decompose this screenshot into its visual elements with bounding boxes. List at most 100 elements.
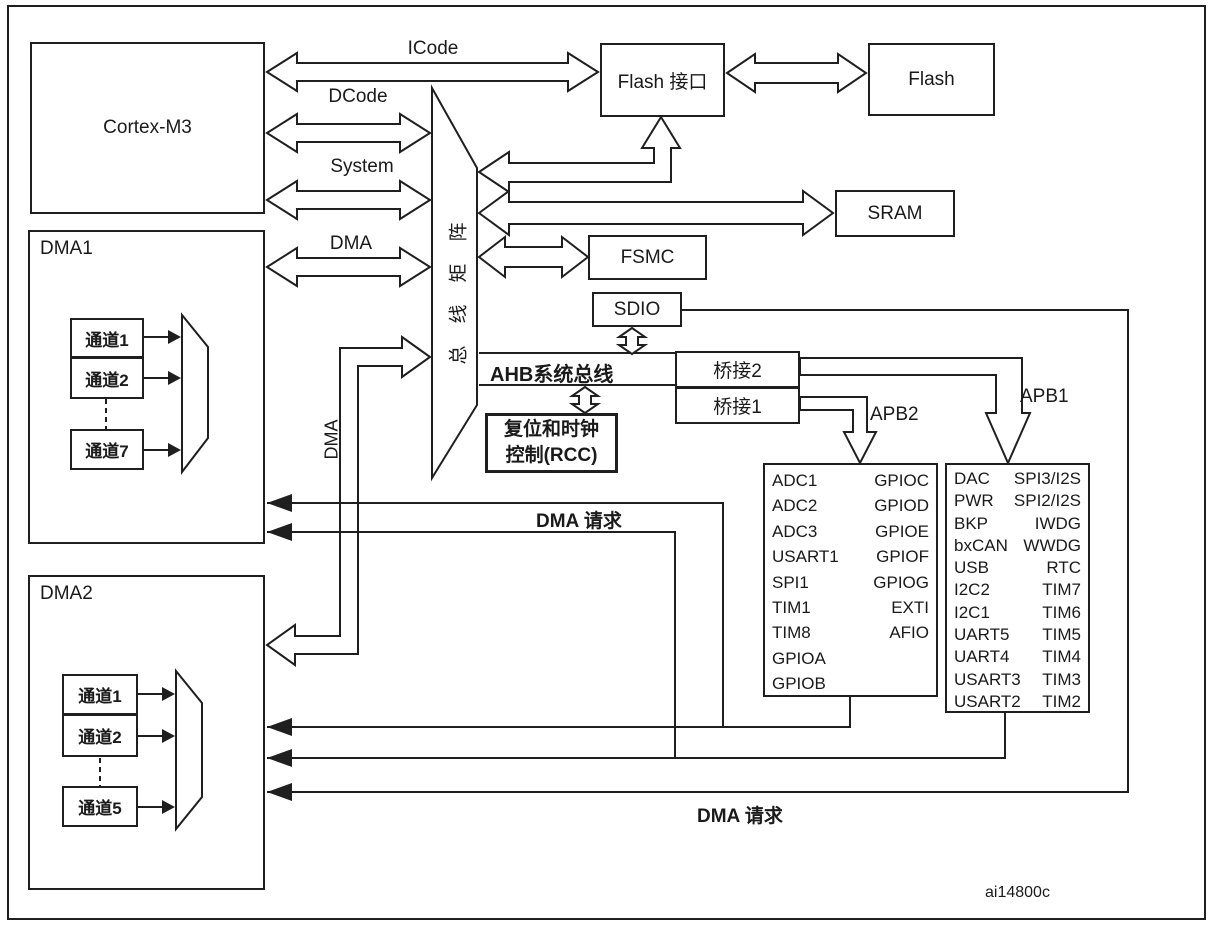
dma2-channel-2-label: 通道2 (78, 728, 122, 747)
peripheral-item: USART2 (954, 691, 1021, 711)
rcc-label-line2: 控制(RCC) (505, 445, 598, 466)
fsmc-box: FSMC (588, 235, 707, 280)
dma1-mux-shape (181, 312, 209, 475)
dma-request-upper-label: DMA 请求 (536, 511, 622, 532)
icode-arrow (265, 51, 600, 93)
dma1-bus-arrow (265, 246, 432, 288)
peripheral-item: UART4 (954, 647, 1010, 667)
peripheral-item: IWDG (1034, 513, 1081, 533)
dma1-channel-2-label: 通道2 (85, 370, 129, 390)
rcc-label: 复位和时钟 控制(RCC) (504, 417, 599, 468)
sram-box: SRAM (835, 190, 955, 237)
peripheral-item: ADC3 (772, 521, 818, 541)
dma2-bus-elbow-arrow (265, 335, 432, 667)
peripheral-item: TIM5 (1042, 625, 1081, 645)
peripheral-item: DAC (954, 469, 990, 488)
bridge1-label: 桥接1 (713, 397, 762, 418)
peripheral-item: TIM8 (772, 623, 811, 643)
dma2-mux-shape (175, 668, 203, 832)
dcode-arrow (265, 112, 432, 154)
bus-matrix-label: 总线矩阵 (448, 200, 470, 365)
apb2-label: APB2 (870, 404, 919, 425)
apb2-arrow (799, 396, 878, 466)
dma1-channel-7-label: 通道7 (85, 442, 129, 461)
ahb-rcc-arrow (568, 385, 602, 415)
peripheral-item: RTC (1046, 558, 1081, 578)
dma2-channel-2-box: 通道2 (62, 714, 138, 757)
bus-matrix-shape (431, 84, 478, 482)
dma2-channel-1-label: 通道1 (78, 687, 122, 706)
dma1-channel-1-label: 通道1 (85, 330, 129, 350)
peripheral-item: AFIO (889, 623, 929, 643)
peripheral-item: WWDG (1023, 535, 1081, 555)
dcode-bus-label: DCode (328, 86, 388, 107)
dma-request-lower-label: DMA 请求 (697, 806, 783, 827)
peripheral-item: TIM4 (1042, 647, 1081, 667)
apb1-dma2-request-line (267, 713, 1006, 759)
peripheral-item: I2C2 (954, 580, 990, 600)
apb2-peripherals-box: ADC1 ADC2 ADC3 USART1 SPI1 TIM1 TIM8 GPI… (763, 463, 938, 697)
diagram-frame (7, 5, 1206, 920)
apb2-peripherals-right-column: GPIOC GPIOD GPIOE GPIOF GPIOG EXTI AFIO (873, 468, 929, 646)
peripheral-item: SPI1 (772, 572, 809, 592)
peripheral-item: USART3 (954, 669, 1021, 689)
ahb-system-bus-label: AHB系统总线 (490, 364, 614, 386)
peripheral-item: USB (954, 558, 989, 578)
apb1-label: APB1 (1020, 386, 1069, 407)
dma2-channel-1-box: 通道1 (62, 674, 138, 715)
dma1-channel-1-box: 通道1 (70, 318, 144, 358)
apb1-dma1-request-line (267, 531, 676, 758)
peripheral-item: TIM1 (772, 598, 811, 618)
sdio-box: SDIO (592, 292, 682, 327)
sram-arrow (477, 189, 835, 237)
bridge2-box: 桥接2 (675, 351, 800, 388)
bridge2-label: 桥接2 (713, 361, 762, 382)
flash-box: Flash (868, 43, 995, 116)
apb2-peripherals-left-column: ADC1 ADC2 ADC3 USART1 SPI1 TIM1 TIM8 GPI… (772, 468, 839, 697)
matrix-flash-if-elbow-arrow (477, 115, 682, 194)
dma1-channel-2-box: 通道2 (70, 357, 144, 399)
peripheral-item: GPIOD (874, 496, 929, 516)
apb1-arrow (799, 357, 1032, 466)
peripheral-item: BKP (954, 513, 989, 533)
cortex-m3-box: Cortex-M3 (30, 42, 265, 214)
peripheral-item: I2C1 (954, 602, 990, 622)
peripheral-item: ADC1 (772, 471, 818, 490)
peripheral-item: UART5 (954, 625, 1010, 645)
sdio-dma2-request-line (267, 309, 1129, 793)
peripheral-item: GPIOF (876, 547, 929, 567)
peripheral-item: TIM2 (1042, 691, 1081, 711)
peripheral-item: SPI2/I2S (1013, 491, 1081, 511)
sdio-label: SDIO (613, 298, 661, 320)
bridge1-box: 桥接1 (675, 387, 800, 424)
peripheral-item: GPIOA (772, 648, 826, 668)
system-bus-label: System (330, 156, 394, 177)
apb1-peripherals-box: DAC PWR BKP bxCAN USB I2C2 I2C1 UART5 UA… (945, 463, 1090, 713)
peripheral-item: bxCAN (954, 535, 1008, 555)
fsmc-label: FSMC (620, 246, 675, 268)
peripheral-item: GPIOB (772, 674, 826, 694)
rcc-box: 复位和时钟 控制(RCC) (485, 413, 618, 473)
sram-label: SRAM (867, 202, 923, 224)
apb1-peripherals-left-column: DAC PWR BKP bxCAN USB I2C2 I2C1 UART5 UA… (954, 468, 1021, 713)
flash-interface-box: Flash 接口 (600, 43, 725, 117)
flash-if-flash-arrow (725, 52, 868, 94)
peripheral-item: PWR (954, 491, 994, 511)
rcc-label-line1: 复位和时钟 (503, 419, 599, 441)
peripheral-item: TIM7 (1042, 580, 1081, 600)
flash-label: Flash (908, 68, 955, 90)
dma-bus-vertical-label: DMA (321, 419, 342, 460)
apb2-dma2-request-line (267, 697, 851, 728)
peripheral-item: GPIOC (874, 471, 929, 490)
peripheral-item: TIM3 (1042, 669, 1081, 689)
icode-bus-label: ICode (407, 38, 459, 59)
peripheral-item: SPI3/I2S (1013, 469, 1081, 488)
peripheral-item: GPIOE (875, 521, 929, 541)
dma1-channel-7-box: 通道7 (70, 429, 144, 470)
figure-code-label: ai14800c (985, 884, 1050, 901)
peripheral-item: GPIOG (873, 572, 929, 592)
apb1-peripherals-right-column: SPI3/I2S SPI2/I2S IWDG WWDG RTC TIM7 TIM… (1014, 468, 1081, 713)
sdio-ahb-arrow (615, 326, 649, 356)
